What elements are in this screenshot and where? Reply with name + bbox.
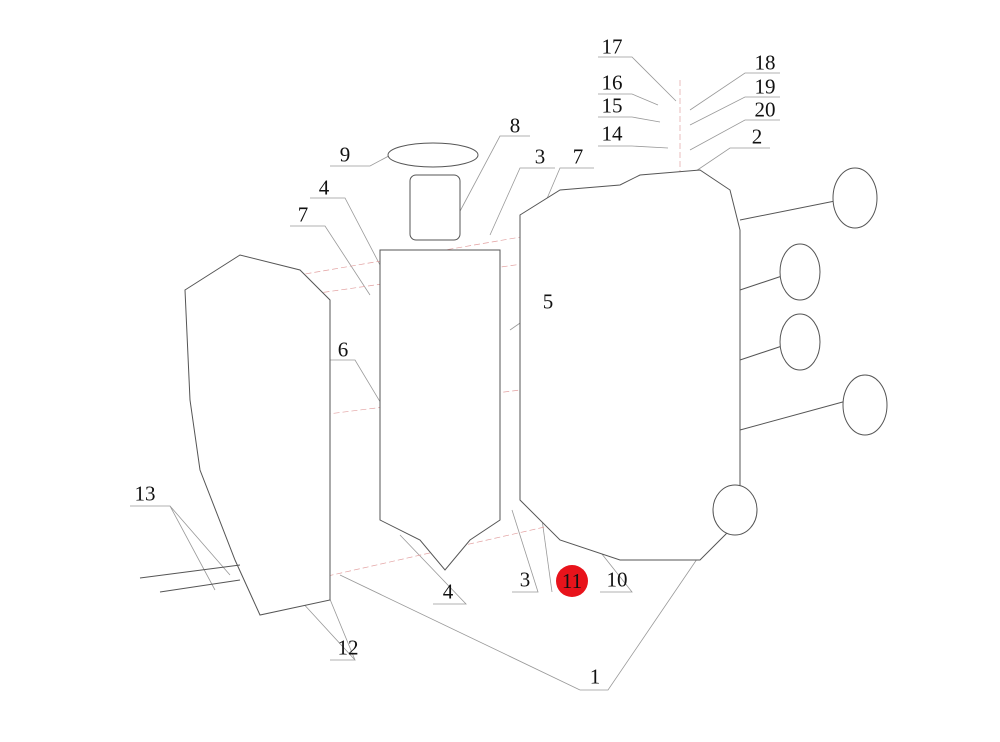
callout-9: 9 [339, 142, 351, 167]
callout-18: 18 [754, 50, 776, 75]
callout-13: 13 [134, 481, 156, 506]
callout-4-top: 4 [318, 175, 330, 200]
callout-3-top: 3 [534, 144, 546, 169]
callout-5: 5 [542, 289, 554, 314]
leader-lines [130, 56, 780, 691]
parts-outline [139, 142, 888, 616]
rear-seal-housing [712, 484, 758, 536]
pistons [739, 167, 888, 436]
callout-16: 16 [601, 70, 623, 95]
callout-6: 6 [337, 337, 349, 362]
callout-8: 8 [509, 113, 521, 138]
callout-19: 19 [754, 74, 776, 99]
callout-20: 20 [754, 97, 776, 122]
crankshaft [379, 249, 501, 571]
crankcase-cover [184, 254, 331, 616]
callout-4-bottom: 4 [442, 579, 454, 604]
callout-14: 14 [601, 121, 623, 146]
callout-1: 1 [589, 664, 601, 689]
callout-7-top: 7 [572, 144, 584, 169]
bolts [139, 564, 241, 593]
callout-17: 17 [601, 34, 623, 59]
callout-15: 15 [601, 93, 623, 118]
callout-2: 2 [751, 124, 763, 149]
seal-ring [387, 142, 479, 168]
callout-10: 10 [606, 567, 628, 592]
crankshaft-gear [409, 174, 461, 241]
callout-3-bottom: 3 [519, 567, 531, 592]
callout-11-highlighted[interactable]: 11 [556, 565, 588, 597]
callout-7-left: 7 [297, 202, 309, 227]
callout-12: 12 [337, 635, 359, 660]
cylinder-block [519, 169, 741, 561]
